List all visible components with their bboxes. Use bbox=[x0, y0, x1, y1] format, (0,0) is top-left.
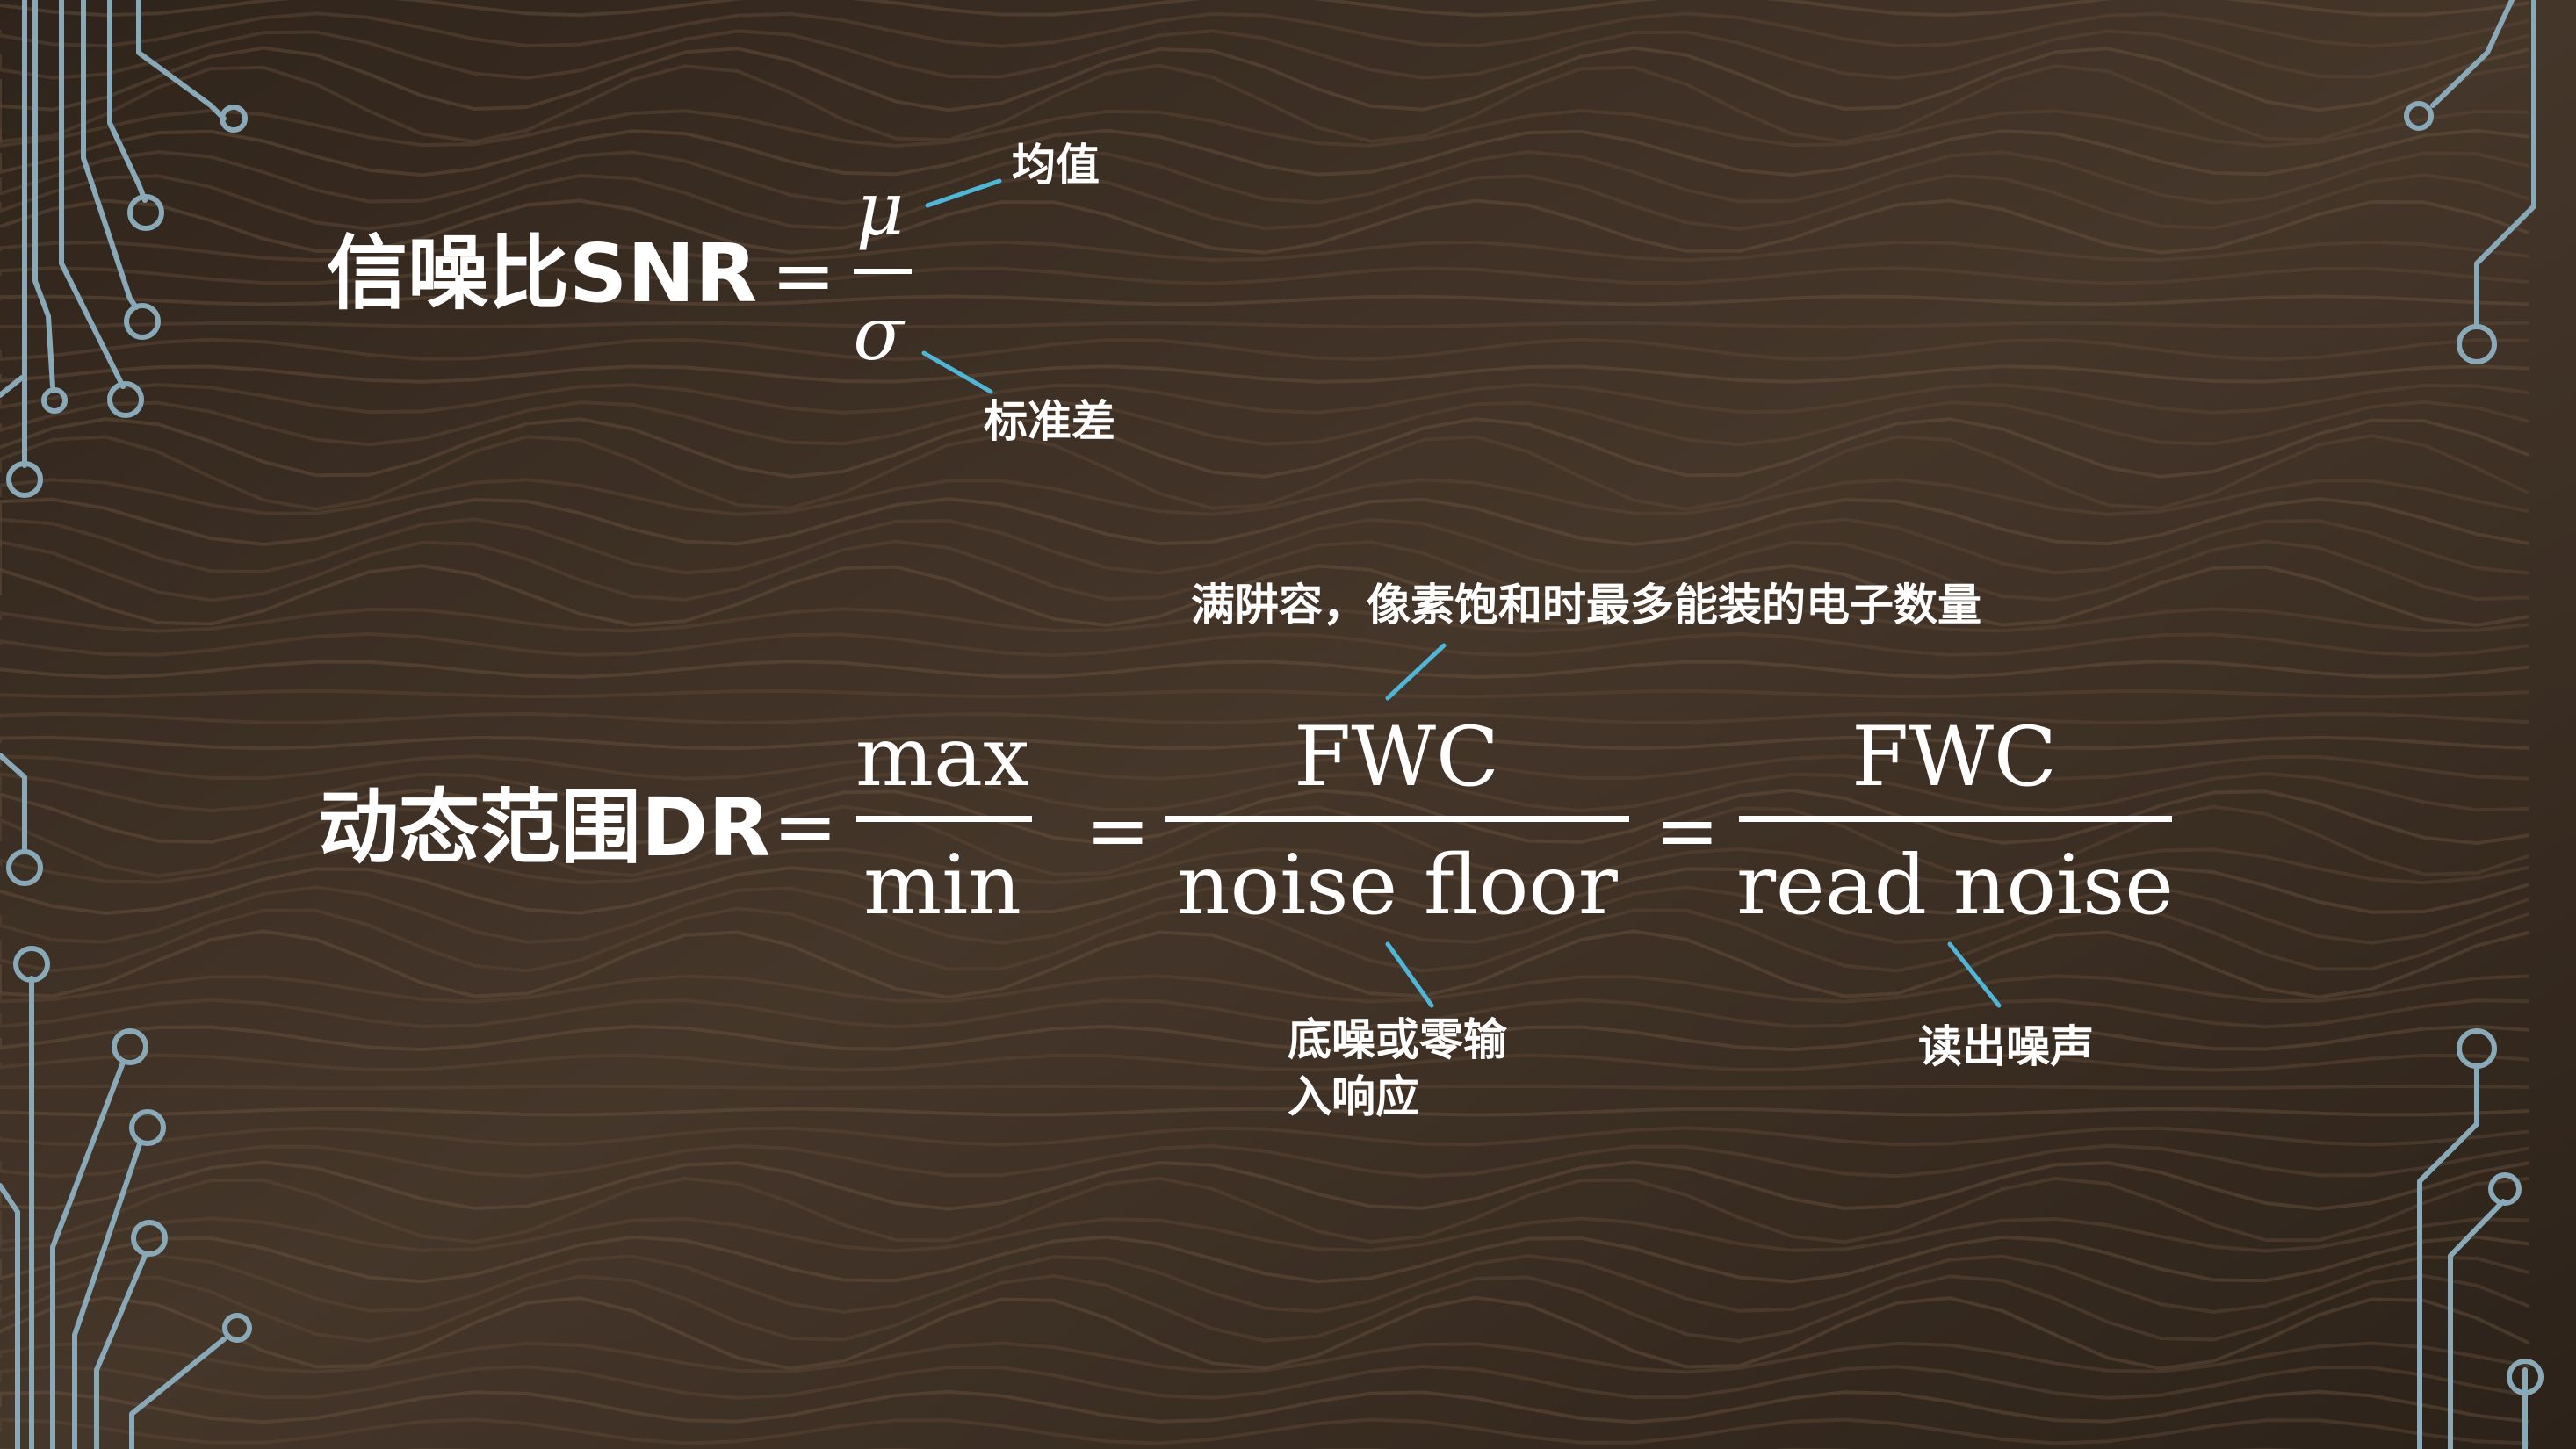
wood-grain-line bbox=[0, 46, 2530, 112]
snr-denominator-sigma: σ bbox=[853, 291, 904, 377]
snr-equals-sign: = bbox=[771, 230, 836, 321]
dr-frac2-bar bbox=[1165, 816, 1629, 822]
wood-grain-line bbox=[0, 1235, 2530, 1284]
snr-label: 信噪比SNR bbox=[327, 227, 758, 321]
wood-grain-line bbox=[0, 337, 2530, 362]
wood-grain-line bbox=[0, 173, 2530, 231]
dr-label: 动态范围DR bbox=[318, 781, 771, 875]
wood-grain-line bbox=[0, 929, 2530, 999]
wood-grain-line bbox=[0, 1053, 2530, 1072]
wood-grain-line bbox=[0, 1365, 2530, 1400]
wood-grain-line bbox=[0, 847, 2530, 885]
wood-grain-line bbox=[0, 128, 2530, 177]
dr-equals-sign-3: = bbox=[1655, 785, 1720, 876]
wood-grain-line bbox=[0, 383, 2530, 415]
wood-grain-line bbox=[0, 400, 2530, 447]
wood-grain-line bbox=[0, 294, 2530, 306]
wood-grain-line bbox=[0, 688, 2530, 699]
wood-grain-line bbox=[0, 63, 2530, 144]
wood-grain-line bbox=[0, 497, 2530, 546]
wood-grain-line bbox=[0, 1295, 2530, 1371]
dr-frac1-bar bbox=[856, 816, 1032, 822]
wood-grain-line bbox=[0, 711, 2530, 725]
wood-grain-line bbox=[0, 564, 2530, 627]
wood-grain-line bbox=[0, 198, 2530, 255]
wood-grain-line bbox=[0, 607, 2530, 633]
wood-grain-line bbox=[0, 240, 2530, 263]
wood-grain-line bbox=[0, 417, 2530, 479]
wood-grain-line bbox=[0, 1216, 2530, 1253]
wood-grain-line bbox=[0, 1084, 2530, 1091]
wood-grain-line bbox=[0, 771, 2530, 813]
snr-fraction-bar bbox=[854, 269, 912, 274]
dr-frac2-denominator: noise floor bbox=[1177, 838, 1618, 934]
wood-grain-line bbox=[0, 478, 2530, 516]
wood-grain-line bbox=[0, 1126, 2530, 1147]
wood-grain-line bbox=[0, 1176, 2530, 1244]
wood-grain-line bbox=[0, 1024, 2530, 1052]
wood-grain-line bbox=[0, 754, 2530, 781]
dr-frac3-bar bbox=[1739, 816, 2172, 822]
wood-grain-line bbox=[0, 434, 2530, 511]
wood-grain-line bbox=[0, 1273, 2530, 1344]
snr-numerator-mu: μ bbox=[855, 166, 905, 252]
dr-frac3-numerator: FWC bbox=[1851, 710, 2057, 805]
wood-grain-line bbox=[0, 539, 2530, 602]
wood-grain-line bbox=[0, 885, 2530, 945]
wood-grain-line bbox=[0, 998, 2530, 1029]
read-noise-note: 读出噪声 bbox=[1918, 1021, 2094, 1072]
wood-grain-line bbox=[0, 735, 2530, 751]
wood-grain-line bbox=[0, 517, 2530, 575]
wood-grain-line bbox=[0, 321, 2530, 329]
wood-grain-line bbox=[0, 1341, 2530, 1374]
wood-grain-line bbox=[0, 149, 2530, 205]
wood-grain-line bbox=[0, 866, 2530, 915]
wood-grain-line bbox=[0, 906, 2530, 973]
wood-grain-line bbox=[0, 29, 2530, 80]
wood-grain-line bbox=[0, 1107, 2530, 1117]
wood-grain-line bbox=[0, 108, 2530, 148]
dr-frac2-numerator: FWC bbox=[1294, 710, 1499, 805]
wood-grain-line bbox=[0, 788, 2530, 846]
wood-grain-line bbox=[0, 1417, 2530, 1445]
fwc-note: 满阱容，像素饱和时最多能装的电子数量 bbox=[1191, 580, 1981, 631]
dr-frac3-denominator: read noise bbox=[1736, 838, 2174, 934]
snr-mean-note: 均值 bbox=[1012, 140, 1100, 191]
wood-grain-line bbox=[0, 631, 2530, 658]
wood-grain-line bbox=[0, 266, 2530, 285]
wood-grain-line bbox=[0, 974, 2530, 1004]
wood-grain-line bbox=[0, 364, 2530, 384]
dr-frac1-numerator: max bbox=[855, 710, 1030, 805]
dr-equals-sign-2: = bbox=[1086, 785, 1151, 876]
wood-grain-line bbox=[0, 1143, 2530, 1179]
snr-std-note: 标准差 bbox=[984, 396, 1115, 447]
wood-grain-line bbox=[0, 660, 2530, 679]
wood-grain-line bbox=[0, 0, 2530, 18]
noise-floor-note-line2: 入响应 bbox=[1288, 1071, 1419, 1122]
wood-grain-line bbox=[0, 11, 2530, 48]
dr-frac1-denominator: min bbox=[863, 838, 1021, 934]
noise-floor-note-line1: 底噪或零输 bbox=[1288, 1014, 1507, 1065]
wood-grain-line bbox=[0, 1160, 2530, 1211]
wood-grain-line bbox=[0, 1253, 2530, 1315]
wood-grain-line bbox=[0, 1389, 2530, 1424]
dr-label-equals-sign: = bbox=[773, 781, 838, 871]
